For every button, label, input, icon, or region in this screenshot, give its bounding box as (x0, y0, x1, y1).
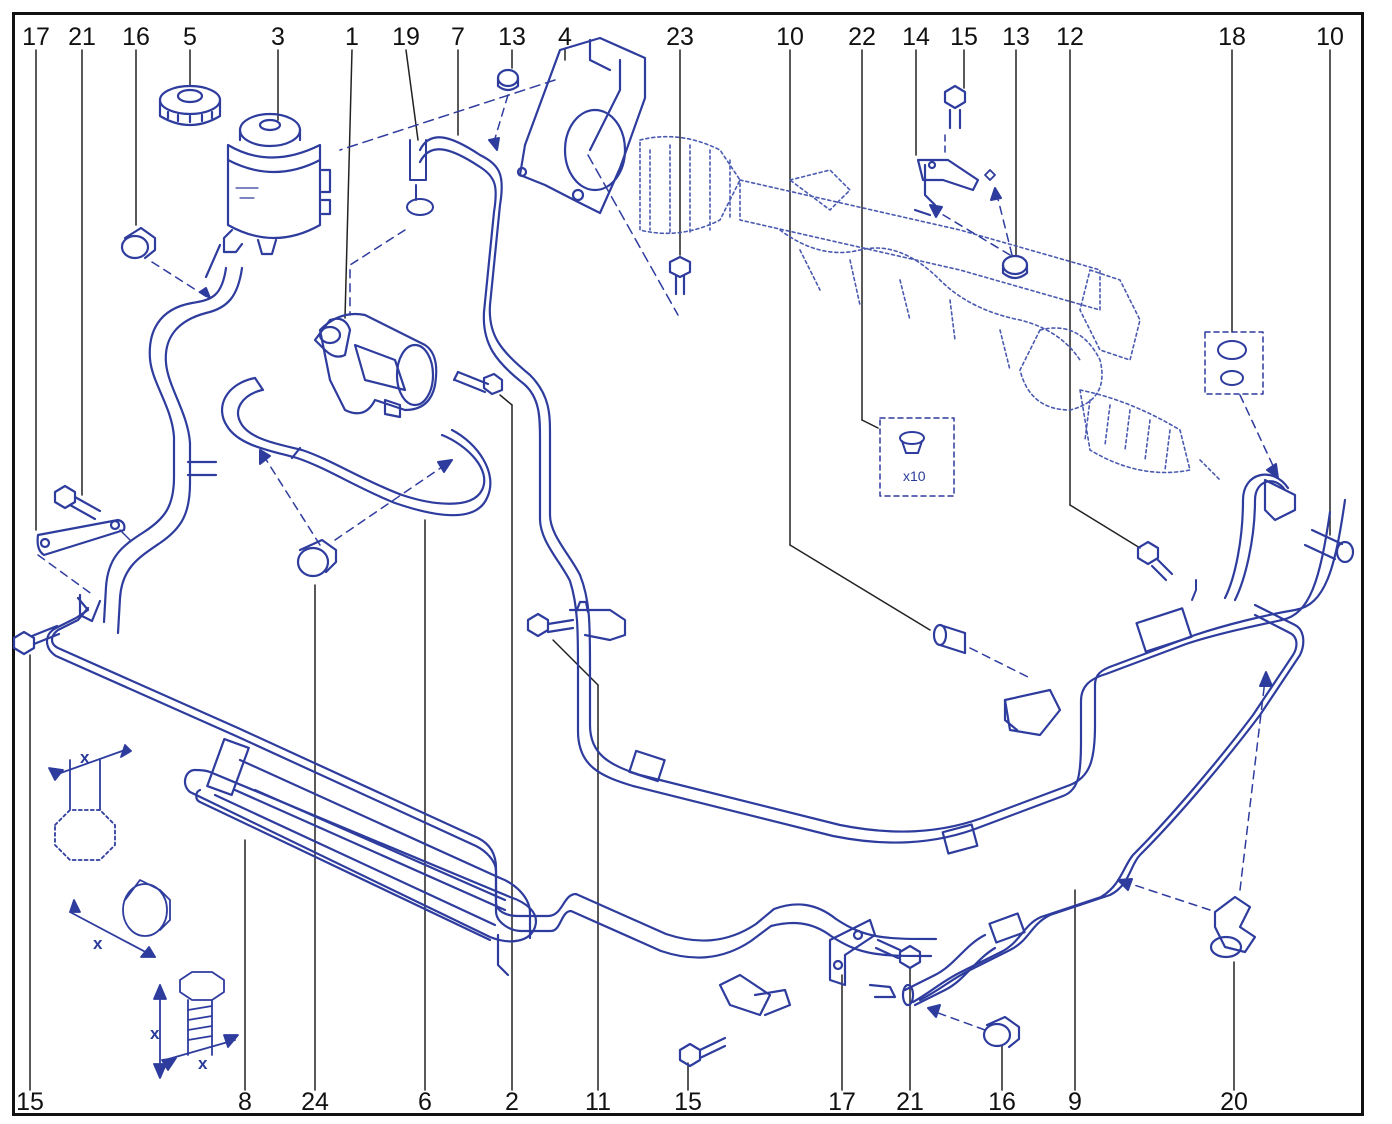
label-bottom-6: 11 (585, 1088, 611, 1116)
return-hose-lower (901, 933, 997, 1007)
label-top-8: 7 (451, 23, 465, 51)
label-top-1: 17 (22, 23, 50, 51)
hose-clamp-bottom (982, 1015, 1021, 1049)
label-top-7: 19 (392, 23, 420, 51)
pipe-bracket (1003, 688, 1062, 737)
label-top-16: 13 (1002, 23, 1030, 51)
bolt-dimension-figure (153, 971, 239, 1079)
leader-lines (29, 49, 1331, 1091)
return-hose (102, 266, 244, 635)
label-top-5: 3 (271, 23, 285, 51)
bracket-17-left (36, 518, 126, 557)
label-top-15: 15 (950, 23, 978, 51)
dimension-label-bolt-length: x (150, 1024, 160, 1043)
reservoir-cap (158, 84, 222, 126)
dimension-label-nut: x (80, 748, 90, 767)
bolt-10 (932, 623, 967, 655)
label-bottom-7: 15 (674, 1088, 702, 1116)
dimension-label-clamp: x (93, 934, 103, 953)
label-bottom-2: 8 (238, 1088, 252, 1116)
dimension-label-bolt-width: x (198, 1054, 208, 1073)
nut-13 (496, 68, 520, 92)
bolt-15-bottom (678, 1036, 727, 1068)
power-steering-pump (313, 312, 438, 419)
label-top-12: 10 (776, 23, 804, 51)
grommet-kit-box (879, 417, 955, 497)
diagram-frame (12, 12, 1364, 1116)
label-bottom-4: 6 (418, 1088, 432, 1116)
banjo-bolt (1303, 528, 1355, 564)
steering-rack (639, 135, 1221, 481)
label-bottom-1: 15 (16, 1088, 44, 1116)
return-pipe (911, 473, 1305, 1004)
label-top-2: 21 (68, 23, 96, 51)
label-top-10: 4 (558, 23, 572, 51)
label-top-14: 14 (902, 23, 930, 51)
label-top-4: 5 (183, 23, 197, 51)
bolt-12 (1136, 540, 1174, 582)
bracket-14 (913, 84, 980, 217)
o-ring-kit-box (1204, 331, 1264, 395)
label-bottom-10: 16 (988, 1088, 1016, 1116)
grommet-icon (899, 431, 925, 454)
pump-bolt (452, 370, 504, 396)
label-top-9: 13 (498, 23, 526, 51)
label-bottom-12: 20 (1220, 1088, 1248, 1116)
label-top-13: 22 (848, 23, 876, 51)
label-top-17: 12 (1056, 23, 1084, 51)
retaining-clip (1209, 895, 1257, 959)
mounting-bracket (516, 36, 647, 215)
label-bottom-11: 9 (1068, 1088, 1082, 1116)
label-top-6: 1 (345, 23, 359, 51)
label-bottom-5: 2 (505, 1088, 519, 1116)
clamp-dimension-figure (69, 879, 171, 958)
label-bottom-9: 21 (896, 1088, 924, 1116)
hose-clamp-24 (296, 538, 338, 578)
label-top-18: 18 (1218, 23, 1246, 51)
nut-13-right (1001, 254, 1029, 280)
label-bottom-8: 17 (828, 1088, 856, 1116)
nut-dimension-figure (48, 744, 132, 861)
grommet-kit-quantity: x10 (903, 468, 926, 484)
cooler-pipe (45, 593, 938, 1017)
label-bottom-3: 24 (301, 1088, 329, 1116)
bracket-17-bottom (828, 918, 897, 999)
label-top-11: 23 (666, 23, 694, 51)
fluid-reservoir (204, 112, 332, 279)
clip-11 (526, 600, 627, 642)
bolt-21-left (53, 484, 102, 521)
hose-clamp-top (120, 226, 157, 260)
label-top-3: 16 (122, 23, 150, 51)
label-top-19: 10 (1316, 23, 1344, 51)
bolt-23 (668, 255, 692, 296)
pressure-pipe (418, 136, 1347, 855)
o-ring (406, 198, 434, 216)
bolt-21-bottom (874, 938, 922, 970)
pressure-hose (221, 376, 492, 517)
